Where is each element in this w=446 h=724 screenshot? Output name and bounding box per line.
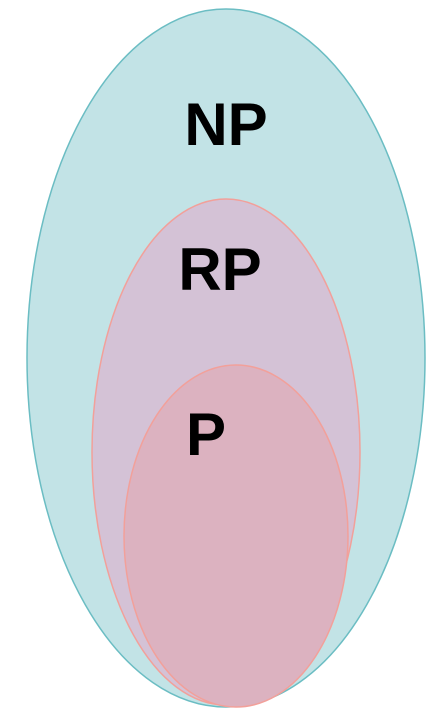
p-set [123,364,349,708]
np-label: NP [184,91,267,158]
p-label: P [186,401,226,468]
rp-label: RP [178,236,261,303]
